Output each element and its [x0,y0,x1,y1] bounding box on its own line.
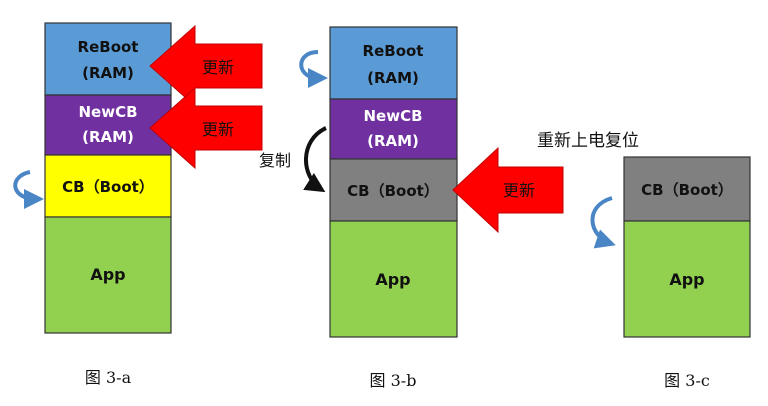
panel-a-reboot-label: ReBoot [78,38,139,56]
red-left-arrow-icon [452,146,564,234]
panel-c-caption: 图 3-c [664,371,710,390]
panel-a-app-block [44,216,172,334]
panel-c-power-label: 重新上电复位 [537,131,639,151]
panel-c-cb-label: CB（Boot） [641,181,733,199]
panel-b-arrow-label: 更新 [503,181,535,200]
panel-c: 重新上电复位 CB（Boot） App 图 3-c [537,131,751,390]
panel-a-newcb-label: NewCB [78,103,137,121]
panel-b-cb-label: CB（Boot） [347,182,439,200]
panel-a-cb-block [44,154,172,218]
panel-a: ReBoot (RAM) NewCB (RAM) CB（Boot） App 更新… [13,22,263,387]
panel-c-app-block [623,220,751,338]
panel-b-copy-label: 复制 [259,151,291,170]
panel-a-update-arrow-2: 更新 [149,86,263,170]
panel-a-app-label: App [90,265,125,284]
panel-a-cb-label: CB（Boot） [62,178,154,196]
panel-a-caption: 图 3-a [85,368,132,387]
panel-b-app-block [329,220,458,338]
panel-b-reboot-label: ReBoot [363,42,424,60]
panel-a-newcb-block [44,94,172,156]
panel-c-app-label: App [669,270,704,289]
panel-a-update-arrow-1: 更新 [149,24,263,108]
panel-a-reboot-ram-label: (RAM) [82,64,134,82]
panel-b-caption: 图 3-b [370,371,417,390]
panel-b-reboot-ram-label: (RAM) [367,69,419,87]
curved-loop-arrow-icon [13,170,44,209]
panel-b: ReBoot (RAM) NewCB (RAM) CB（Boot） App 复制… [259,26,564,390]
panel-b-reboot-block [329,26,458,100]
panel-b-newcb-block [329,98,458,160]
panel-c-cb-block [623,156,751,222]
red-left-arrow-icon [149,86,263,170]
panel-a-arrow2-label: 更新 [202,120,234,139]
panel-a-arrow1-label: 更新 [202,58,234,77]
panel-a-newcb-ram-label: (RAM) [82,128,134,146]
curved-loop-arrow-icon [299,50,328,88]
panel-b-app-label: App [375,270,410,289]
panel-b-newcb-ram-label: (RAM) [367,132,419,150]
panel-b-newcb-label: NewCB [363,107,422,125]
copy-arrow-icon [303,126,327,193]
panel-a-reboot-block [44,22,172,96]
curved-loop-arrow-icon [590,196,616,249]
panel-b-update-arrow: 更新 [452,146,564,234]
